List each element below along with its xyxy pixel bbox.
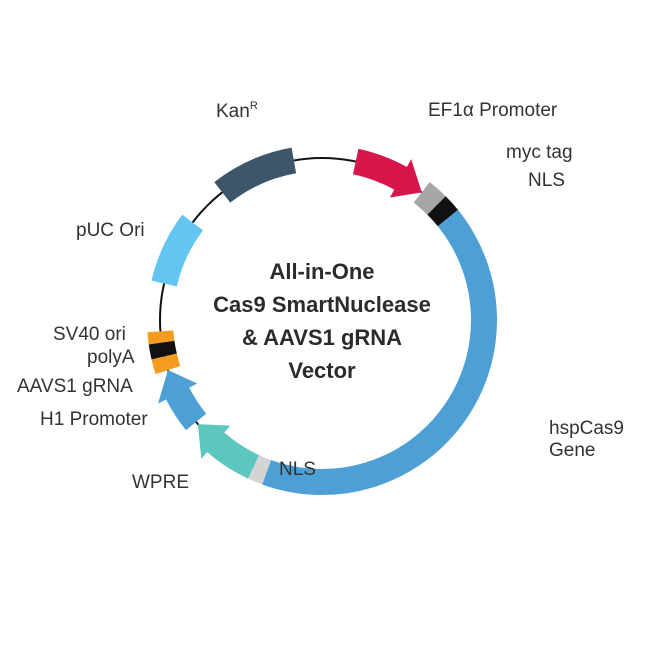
feature-myc: [413, 182, 446, 215]
title-line-1: All-in-One: [269, 259, 374, 284]
feature-kan: [214, 147, 297, 203]
feature-arcs: [147, 147, 498, 496]
feature-polya: [148, 340, 177, 360]
label-myc-tag: myc tag: [506, 142, 573, 163]
label-wpre: WPRE: [132, 472, 189, 493]
feature-puc: [151, 214, 203, 287]
feature-wpre: [197, 424, 260, 479]
feature-nls1: [427, 196, 458, 227]
feature-ef1a: [352, 148, 422, 198]
label-nls-2: NLS: [279, 459, 316, 480]
label-kan-text: Kan: [216, 101, 250, 122]
label-h1-promoter: H1 Promoter: [40, 409, 148, 430]
label-nls-1: NLS: [528, 170, 565, 191]
label-hspcas9-line1: hspCas9: [549, 418, 624, 439]
label-sv40-ori: SV40 ori: [53, 324, 126, 345]
label-hspcas9-line2: Gene: [549, 440, 595, 461]
label-kan-superscript: R: [250, 100, 258, 112]
feature-sv40: [147, 330, 175, 345]
title-line-3: & AAVS1 gRNA: [242, 325, 402, 350]
label-kan: KanR: [216, 100, 258, 122]
label-aavs1-grna: AAVS1 gRNA: [17, 376, 133, 397]
feature-h1: [158, 370, 207, 431]
label-ef1a-promoter: EF1α Promoter: [428, 100, 558, 121]
feature-nls2: [248, 455, 272, 485]
title-line-4: Vector: [288, 358, 356, 383]
feature-cas9: [262, 209, 498, 496]
label-polya: polyA: [87, 347, 135, 368]
label-puc-ori: pUC Ori: [76, 220, 145, 241]
feature-aavs1: [151, 353, 181, 375]
title-line-2: Cas9 SmartNuclease: [213, 292, 431, 317]
